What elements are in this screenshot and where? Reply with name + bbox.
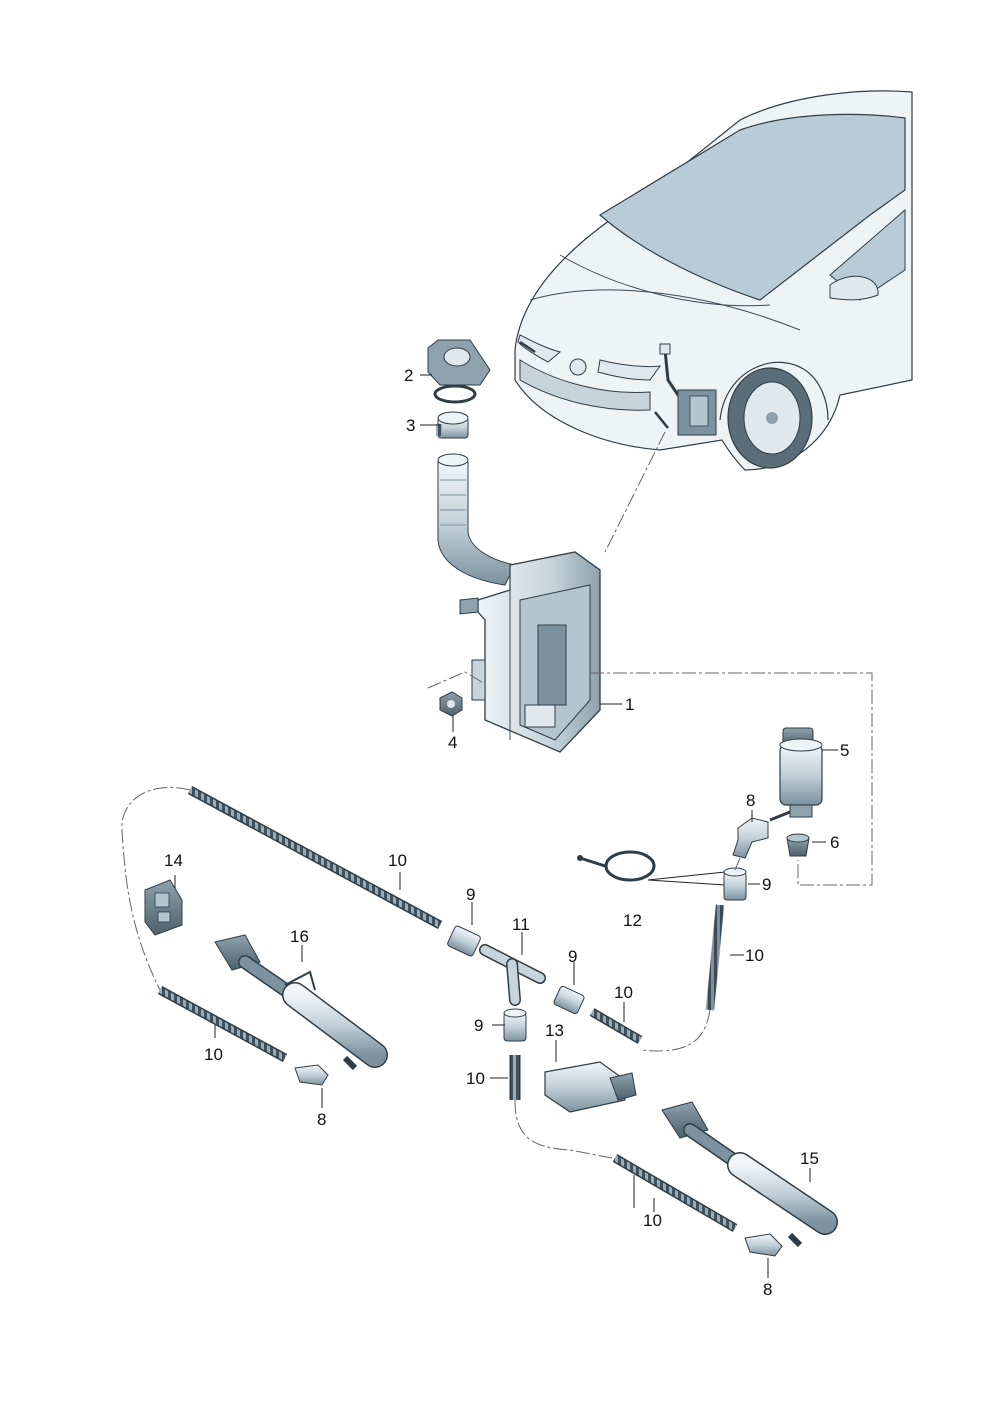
callout-10-middle: 10: [614, 983, 633, 1002]
reference-line-nut: [427, 671, 486, 689]
reference-line-pump: [590, 672, 873, 886]
headlight-washer-nozzle-right: [661, 1101, 838, 1248]
washer-fluid-reservoir: [459, 551, 601, 753]
hose-route-right-top: [734, 857, 741, 871]
headlight-washer-nozzle-left: [214, 934, 388, 1071]
car-illustration: [514, 90, 913, 471]
callout-3: 3: [406, 416, 415, 435]
callout-15: 15: [800, 1149, 819, 1168]
callout-14: 14: [164, 851, 183, 870]
callout-10-top: 10: [388, 851, 407, 870]
reservoir-cap: [427, 339, 491, 404]
callout-6: 6: [830, 833, 839, 852]
mounting-bracket: [144, 879, 183, 936]
callout-4: 4: [448, 733, 457, 752]
callout-10-right: 10: [745, 946, 764, 965]
callout-10-left: 10: [204, 1045, 223, 1064]
callout-10-vertical: 10: [466, 1069, 485, 1088]
callout-8-left: 8: [317, 1110, 326, 1129]
elbow-connector-left: [294, 1064, 329, 1086]
nut: [439, 691, 463, 717]
hose-sleeve-left: [447, 925, 481, 957]
callout-9-lower: 9: [474, 1016, 483, 1035]
hose-sleeve-middle: [553, 985, 585, 1015]
callout-8-upper: 8: [746, 791, 755, 810]
callout-10-lower: 10: [643, 1211, 662, 1230]
hose-right-vertical: [706, 904, 724, 1011]
callout-13: 13: [545, 1021, 564, 1040]
filler-neck: [436, 411, 469, 439]
hose-clip: [577, 850, 656, 882]
hose-route-left: [121, 786, 191, 991]
leader-lines: [174, 374, 838, 1278]
hose-route-right: [639, 1009, 711, 1052]
elbow-connector-upper: [732, 817, 769, 859]
callout-9-right: 9: [762, 875, 771, 894]
t-connector: [479, 944, 546, 1006]
elbow-connector-right: [744, 1233, 783, 1257]
callout-8-right: 8: [763, 1280, 772, 1299]
callout-1: 1: [625, 695, 634, 714]
washer-pump: [769, 727, 823, 822]
filler-pipe: [437, 453, 516, 586]
callout-9-left: 9: [466, 885, 475, 904]
hose-route-lower: [514, 1099, 613, 1159]
control-module: [544, 1061, 637, 1113]
callout-5: 5: [840, 741, 849, 760]
callout-labels: 1 2 3 4 5 6 8 8 8 9 9 9 9 10 10 10 10 10…: [164, 366, 849, 1299]
callout-9-middle: 9: [568, 947, 577, 966]
callout-2: 2: [404, 366, 413, 385]
callout-11: 11: [512, 915, 530, 934]
callout-16: 16: [290, 927, 309, 946]
callout-12: 12: [623, 911, 642, 930]
reference-line-car: [604, 431, 666, 553]
grommet: [786, 833, 810, 857]
hose-sleeve-right: [723, 867, 747, 901]
hose-sleeve-lower: [503, 1008, 527, 1042]
